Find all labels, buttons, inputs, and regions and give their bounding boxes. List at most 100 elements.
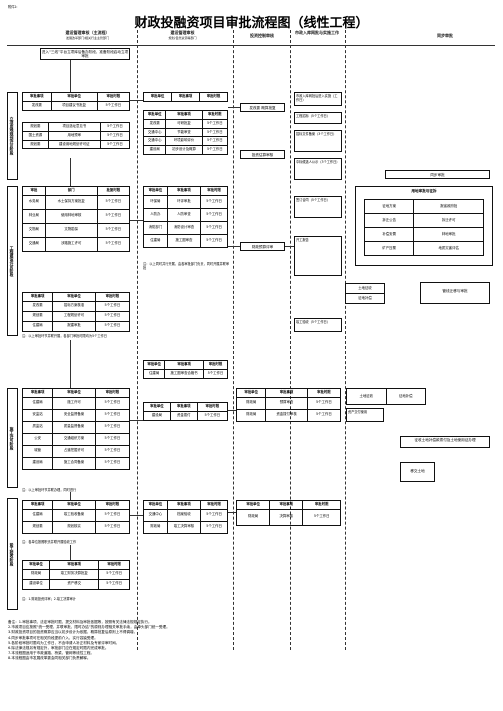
sync-pipeline-box: 管线迁移与审批 (420, 282, 490, 304)
connector (130, 420, 143, 421)
table-row: 拆迁公告拆迁许可 (363, 213, 484, 228)
market-step-6: 开工报告 (294, 236, 342, 276)
sync-levy-table: 土地征收 征地补偿 (345, 283, 385, 304)
table-row: 土地征收征地补偿 (346, 388, 426, 405)
stage-3-label: 施工许可阶段 (7, 388, 18, 488)
connector (228, 410, 236, 411)
stage2-mid-note: 注：以上同时并行开展，由各审批部门负责，同时开展并联审批 (143, 262, 230, 270)
column-head-main: 建设管理审核（主流程） 发展改革部门/相关行业主管部门 (65, 30, 110, 40)
connector (228, 512, 236, 513)
start-note: 进入“三线”平台立项库后备办阶段，准备阶段启动立项审批 (40, 48, 130, 60)
divider (7, 45, 495, 46)
market-step-5: 签订合同（5个工作日） (294, 196, 342, 218)
market-step-3: 招标文件备案（3个工作日） (294, 130, 342, 152)
connector (70, 492, 71, 500)
invest-budget-review: 财政预算评审 (240, 242, 285, 251)
market-step-2: 工程招标（5个工作日） (294, 112, 342, 124)
stage4-left-note: 注：各单位按照职责并联开展验收工作 (22, 540, 77, 544)
sync-head-box: 同步审批 (385, 170, 490, 179)
page-title: 财政投融资项目审批流程图（线性工程） (134, 16, 369, 31)
market-step-7: 竣工验收（5个工作日） (294, 318, 342, 332)
divider (137, 30, 138, 650)
invest-estimate-box: 发改委 概算批复 (240, 103, 285, 112)
connector (228, 107, 240, 108)
connector (70, 545, 71, 560)
invest-estimate-review: 投资估算审核 (240, 150, 285, 159)
column-head-sync: 同步审批 (437, 33, 453, 38)
table-row: 补偿安置林地审批 (363, 227, 484, 242)
sync-land-box: 用地审批与征拆 征地方案报省政府批 拆迁公告拆迁许可 补偿安置林地审批 矿产压覆… (355, 186, 493, 266)
connector (130, 220, 143, 221)
table-row: 征地补偿 (345, 293, 385, 304)
column-head-market: 市政入库网批与实施工作 (295, 30, 339, 35)
divider (290, 30, 291, 650)
attachment-label: 附件2: (8, 5, 18, 9)
table-row: 土地征收 (345, 283, 385, 294)
column-head-invest: 投资控制审核 (250, 33, 274, 38)
market-step-8: 资产交付使用 (346, 408, 384, 422)
connector (285, 246, 294, 247)
table-row: 矿产压覆地质灾害评估 (363, 241, 484, 256)
connector (130, 100, 143, 101)
stage-4-label: 竣工验收阶段 (7, 498, 18, 610)
sync-handover-box: 移交土地 (400, 462, 435, 482)
market-step-4: 中标候选人公示（3个工作日） (294, 158, 342, 180)
connector (70, 60, 71, 92)
sync-compensation-box: 征收土地补偿款拨付及土地使用证办理 (400, 436, 490, 448)
stage-2-label: 工程建设许可阶段 (7, 186, 18, 336)
stage1-table-mid: 审批单位审批事项审批时限 (143, 92, 228, 102)
connector (130, 515, 143, 516)
stage-1-label: 立项用地规划许可阶段 (7, 92, 18, 180)
connector (70, 340, 71, 388)
footnotes: 备注：1.审批事项、法定审批时限、提交材料及审批依据等，按照有关法律法规规定执行… (8, 620, 170, 661)
sync-stage3-table: 土地征收征地补偿 (346, 388, 426, 405)
divider (233, 30, 234, 650)
stage4-final-note: 注：1.财政投资评审；2.竣工决算审计 (22, 597, 76, 601)
column-head-build: 建设管理审核 规划/自然资源等部门 (168, 30, 197, 40)
